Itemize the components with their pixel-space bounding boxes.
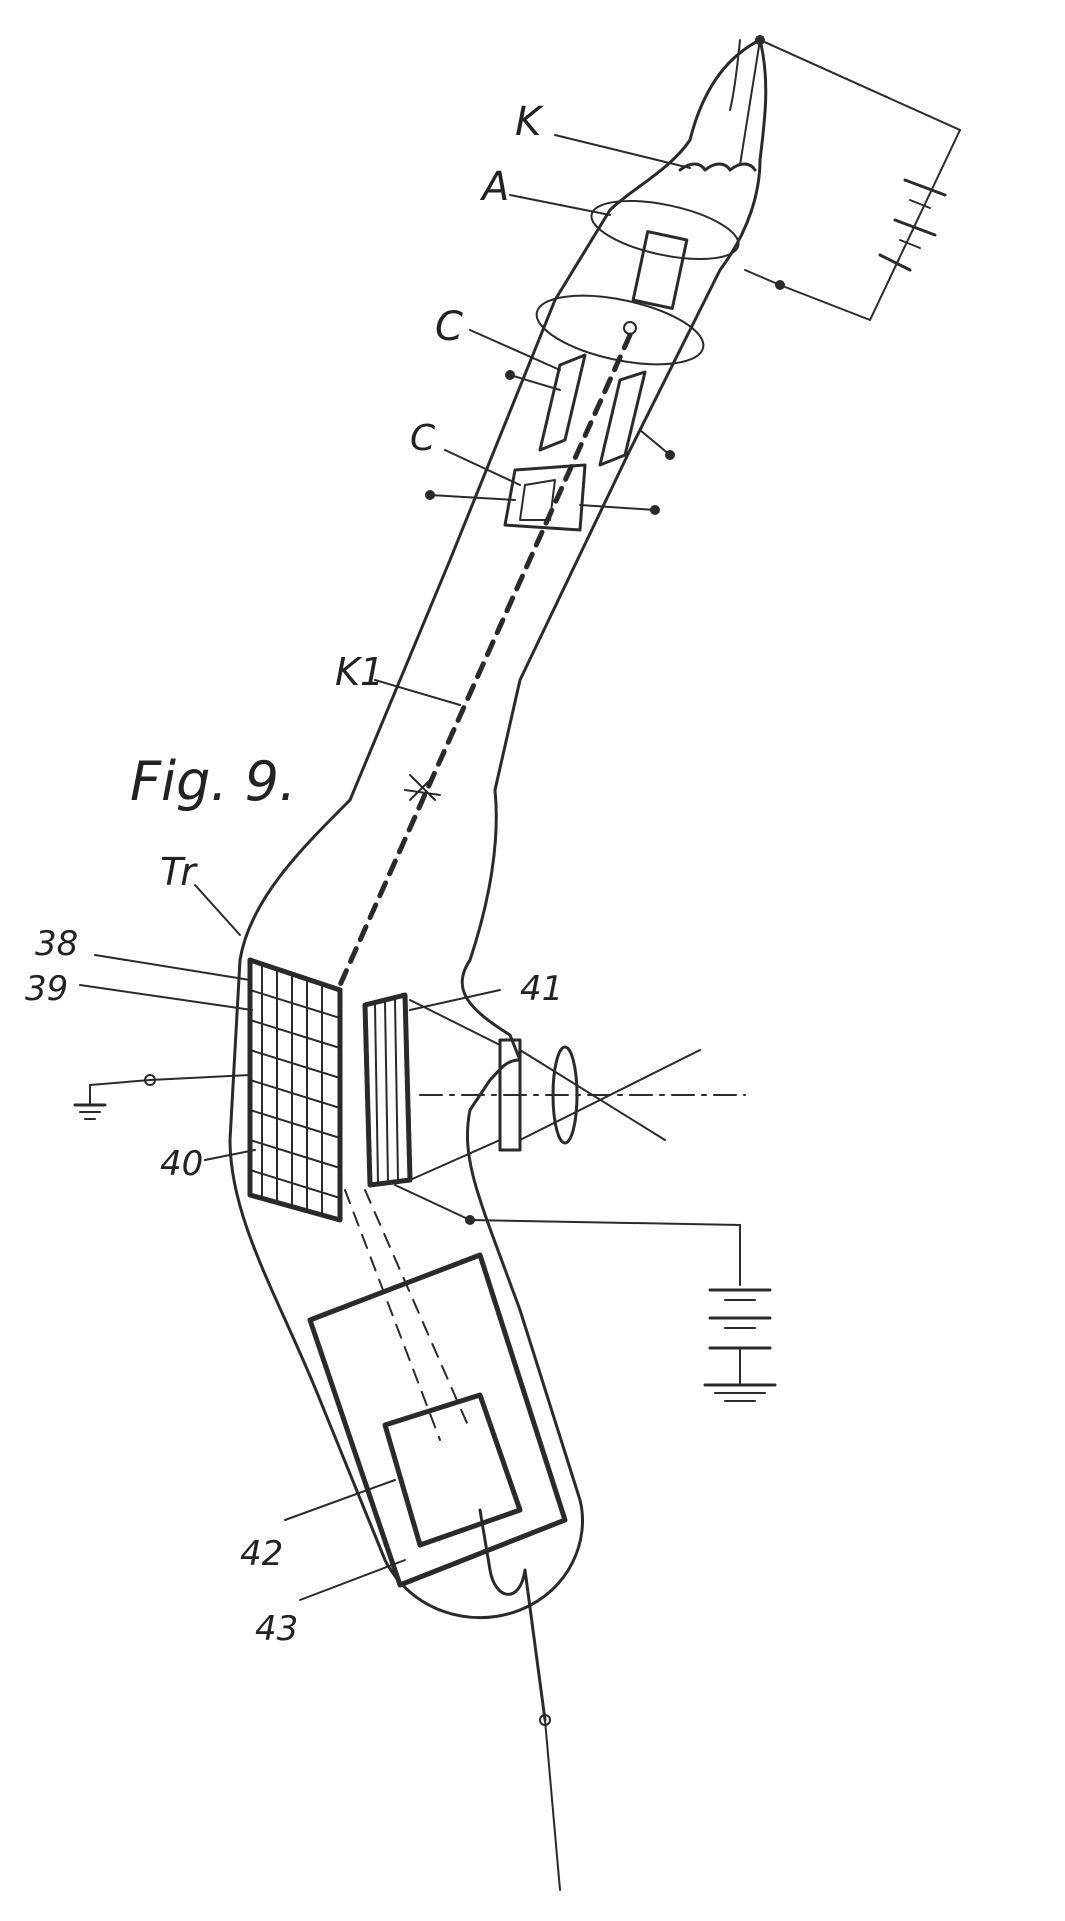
- collector-43: [310, 1255, 565, 1585]
- label-tr: Tr: [160, 850, 198, 894]
- label-42: 42: [240, 1534, 283, 1574]
- cathode-coil: [680, 164, 755, 170]
- figure-title: Fig. 9.: [130, 750, 296, 813]
- label-39: 39: [25, 969, 68, 1009]
- label-c-lower: C: [410, 418, 436, 459]
- tube-envelope: [230, 40, 766, 1618]
- label-40: 40: [160, 1144, 203, 1184]
- photocathode-circuit: [395, 1185, 775, 1401]
- target-42: [385, 1395, 520, 1545]
- label-41: 41: [520, 969, 563, 1009]
- terminal-top: [755, 35, 765, 45]
- mosaic-screen: [75, 960, 340, 1220]
- battery-bottom: [705, 1290, 775, 1401]
- cathode-circuit: [740, 35, 960, 320]
- label-k: K: [515, 99, 544, 145]
- anode-cylinder: [633, 232, 687, 309]
- collector: [310, 1190, 565, 1890]
- battery-top: [880, 180, 945, 270]
- label-c-upper: C: [435, 304, 463, 350]
- photocathode-41: [365, 995, 745, 1185]
- plate-c1-a: [540, 355, 585, 450]
- deflection-plates: [425, 355, 675, 530]
- label-38: 38: [35, 924, 78, 964]
- anode-aperture: [624, 322, 636, 334]
- label-43: 43: [255, 1609, 298, 1649]
- label-a: A: [479, 164, 509, 210]
- label-k1: K1: [335, 650, 384, 694]
- anode-disc-upper: [586, 190, 743, 270]
